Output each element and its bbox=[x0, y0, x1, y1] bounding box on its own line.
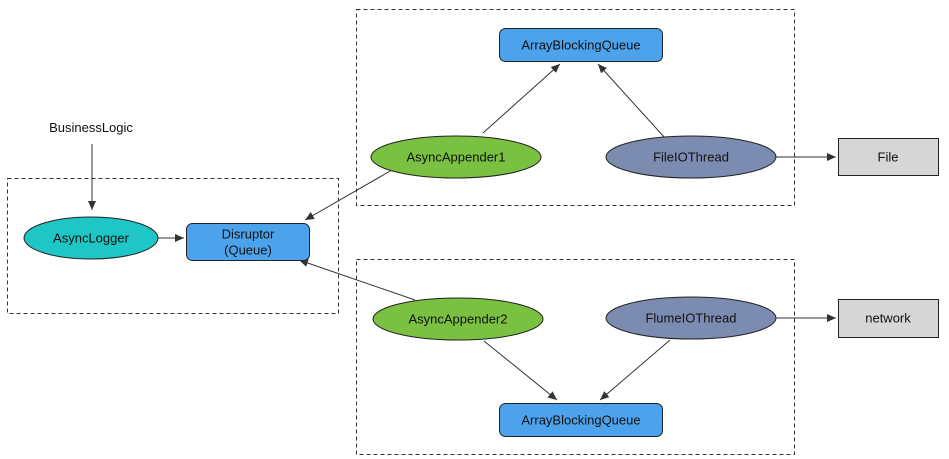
async-appender2-label: AsyncAppender2 bbox=[408, 312, 507, 327]
businesslogic-label: BusinessLogic bbox=[49, 120, 133, 135]
disruptor-sublabel: (Queue) bbox=[224, 243, 272, 258]
file-node: File bbox=[838, 138, 939, 176]
async-appender1-node: AsyncAppender1 bbox=[370, 135, 542, 179]
file-io-thread-node: FileIOThread bbox=[605, 135, 777, 179]
network-label: network bbox=[865, 311, 911, 326]
logger-group-frame bbox=[7, 178, 339, 314]
arrow-appender2-to-disruptor bbox=[298, 259, 416, 301]
async-logger-node: AsyncLogger bbox=[23, 216, 159, 260]
async-appender1-label: AsyncAppender1 bbox=[406, 150, 505, 165]
arrow-flumeiothread-to-queue-bottom bbox=[599, 339, 671, 401]
array-blocking-queue-bottom-label: ArrayBlockingQueue bbox=[521, 413, 640, 428]
array-blocking-queue-bottom-node: ArrayBlockingQueue bbox=[499, 403, 663, 437]
arrow-appender2-to-queue-bottom bbox=[483, 340, 558, 401]
array-blocking-queue-top-node: ArrayBlockingQueue bbox=[499, 28, 663, 62]
arrow-fileiothread-to-queue-top bbox=[597, 63, 666, 139]
arrow-appender1-to-disruptor bbox=[304, 169, 393, 221]
file-io-thread-label: FileIOThread bbox=[653, 150, 729, 165]
arrow-appender1-to-queue-top bbox=[482, 63, 561, 134]
async-appender2-node: AsyncAppender2 bbox=[372, 297, 544, 341]
disruptor-label: Disruptor bbox=[222, 227, 275, 242]
async-logger-label: AsyncLogger bbox=[53, 231, 130, 246]
array-blocking-queue-top-label: ArrayBlockingQueue bbox=[521, 38, 640, 53]
appender2-group-frame bbox=[356, 259, 795, 455]
disruptor-node: Disruptor (Queue) bbox=[186, 223, 310, 261]
appender1-group-frame bbox=[356, 9, 795, 206]
file-label: File bbox=[878, 150, 899, 165]
network-node: network bbox=[838, 299, 939, 338]
flume-io-thread-label: FlumeIOThread bbox=[645, 311, 736, 326]
flume-io-thread-node: FlumeIOThread bbox=[605, 296, 777, 340]
